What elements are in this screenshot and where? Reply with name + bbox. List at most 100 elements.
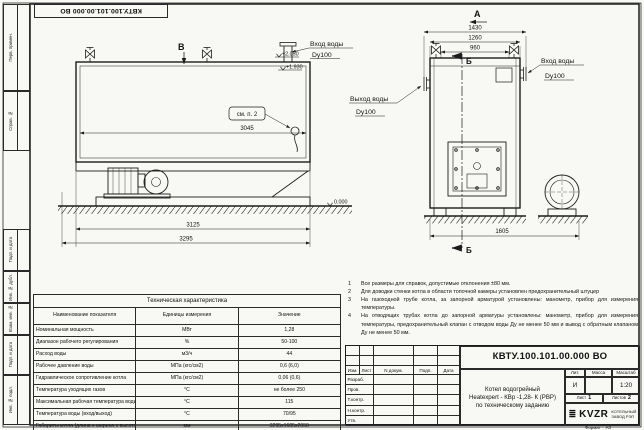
tech-cell: МПа (кгс/см2): [135, 360, 239, 373]
mass-value: [585, 377, 612, 394]
tb-role: Утв.: [346, 415, 374, 426]
dim-overall-length: 3295: [179, 237, 193, 243]
note-number: 4: [348, 313, 351, 320]
company-logo-text: KVZR: [579, 408, 609, 420]
tb-role: Н.контр.: [346, 405, 374, 416]
format-label: Формат: [585, 424, 601, 430]
company-cell: ≣ KVZR КОТЕЛЬНЫЙ ЗАВОД РЭП: [565, 403, 640, 426]
tech-cell: °С: [135, 384, 239, 397]
tb-role: Пров.: [346, 385, 374, 396]
scale-value: 1:20: [612, 377, 640, 394]
tech-cell: Диапазон рабочего регулирования: [32, 336, 137, 349]
section-letter-bottom: Б: [466, 246, 472, 255]
elevation-zero: 0.000: [334, 200, 348, 206]
margin-stamp: Справ. №: [3, 91, 30, 151]
dim-front-overall: 1430: [468, 26, 482, 32]
sheet-label: Лист: [576, 395, 587, 401]
note-number: 3: [348, 297, 351, 304]
boiler-front-view: А Б Б 1430 1260 960 1605 Выход воды Dy10…: [349, 9, 588, 255]
note-text: Для доводки стенки котла в области топоч…: [361, 289, 600, 296]
format-value: А3: [605, 424, 611, 430]
note-text: Все размеры для справок, допустимые откл…: [361, 281, 511, 287]
tech-cell: Гидравлическое сопротивление котла: [32, 372, 137, 385]
tech-cell: МВт: [135, 324, 239, 337]
water-inlet-front-size: Dy100: [545, 73, 565, 80]
tech-row: Габариты котла (длина х ширина х высота)…: [32, 420, 342, 430]
tech-cell: °С: [135, 396, 239, 409]
water-inlet-front-label: Вход воды: [541, 58, 574, 65]
tech-cell: 1,28: [237, 324, 342, 337]
sheet-cell: Лист 1: [565, 394, 603, 403]
margin-stamp: Подп. и дата: [3, 335, 30, 375]
tb-col-header: Изм.: [346, 366, 360, 375]
product-title: Котел водогрейный Heatexpert - КВр -1,28…: [460, 369, 565, 426]
burner-pump-unit: [103, 167, 171, 199]
margin-stamp-label: Взам. инв. №: [8, 305, 13, 333]
note-number: 1: [348, 281, 351, 287]
water-inlet-label: Вход воды: [310, 41, 343, 48]
note-item: 1 Все размеры для справок, допустимые отк…: [348, 280, 638, 288]
note-number: 2: [348, 289, 351, 296]
tech-cell: Температура уходящих газов: [32, 384, 137, 397]
tech-cell: 50-100: [237, 336, 342, 349]
margin-stamp-label: Справ. №: [8, 111, 13, 131]
water-outlet-size: Dy100: [356, 109, 376, 116]
tb-col-header: Лист: [360, 366, 374, 375]
tech-cell: Рабочее давление воды: [32, 360, 137, 373]
water-outlet-label: Выход воды: [350, 96, 388, 103]
tech-table-title: Техническая характеристика: [33, 294, 341, 308]
margin-stamp: Инв. № дубл.: [3, 271, 30, 303]
company-name: КОТЕЛЬНЫЙ ЗАВОД РЭП: [611, 408, 637, 419]
tech-cell: 44: [237, 348, 342, 361]
kvzr-logo-icon: ≣: [568, 409, 577, 420]
tech-cell: °С: [135, 408, 239, 421]
tech-cell: 0,6 (6,0): [237, 360, 342, 373]
title-block: Изм. Лист N докум. Подп. Дата Разраб. Пр…: [345, 345, 640, 426]
dim-front-width: 1605: [495, 229, 509, 235]
doc-number-stamp-rotated: КВТУ.100.101.00.000 ВО: [34, 4, 168, 18]
margin-stamp-label: Инв. № подл.: [8, 386, 13, 414]
section-letter-top: Б: [466, 57, 472, 66]
product-line: Heatexpert - КВр -1,28- К (РВР): [468, 394, 557, 401]
margin-stamp: Подп. и дата: [3, 229, 30, 271]
dim-front-mid: 1260: [468, 36, 482, 42]
product-line: Котел водогрейный: [485, 386, 540, 393]
tb-role: Разраб.: [346, 375, 374, 386]
tech-characteristics-table: Техническая характеристика Наименование …: [32, 294, 342, 430]
tech-cell: Расход воды: [32, 348, 137, 361]
sheets-cell: Листов 2: [603, 394, 640, 403]
boiler-side-view: В Вход воды Dy100 +2.050 +1.930 0.000 см…: [58, 41, 353, 247]
elevation-top: +2.050: [282, 52, 299, 58]
boiler-door: [447, 141, 507, 197]
lit-header: Лит.: [565, 369, 585, 377]
sheets-value: 2: [627, 395, 632, 402]
tech-cell: Габариты котла (длина х ширина х высота): [32, 420, 137, 430]
lit-value: И: [565, 377, 585, 394]
elevation-mid: +1.930: [286, 65, 303, 71]
tech-cell: %: [135, 336, 239, 349]
margin-stamp-label: Инв. № дубл.: [8, 273, 13, 301]
mass-header: Масса: [585, 369, 612, 377]
tech-cell: 70/95: [237, 408, 342, 421]
sheet-value: 1: [588, 395, 592, 402]
tech-cell: Максимальная рабочая температура воды: [32, 396, 137, 409]
tech-cell: Температура воды (вход/выход): [32, 408, 137, 421]
format-note: Формат А3: [585, 425, 611, 430]
margin-stamp-label: Подп. и дата: [8, 342, 13, 368]
tech-col-header: Наименование показателя: [32, 307, 137, 325]
margin-stamp-label: Подп. и дата: [8, 237, 13, 263]
tech-cell: 0,06 (0,6): [237, 372, 342, 385]
tech-row: Диапазон рабочего регулирования%50-100: [32, 336, 342, 349]
scale-header: Масштаб: [612, 369, 640, 377]
sheets-label: Листов: [611, 395, 626, 401]
margin-stamp: Взам. инв. №: [3, 303, 30, 335]
